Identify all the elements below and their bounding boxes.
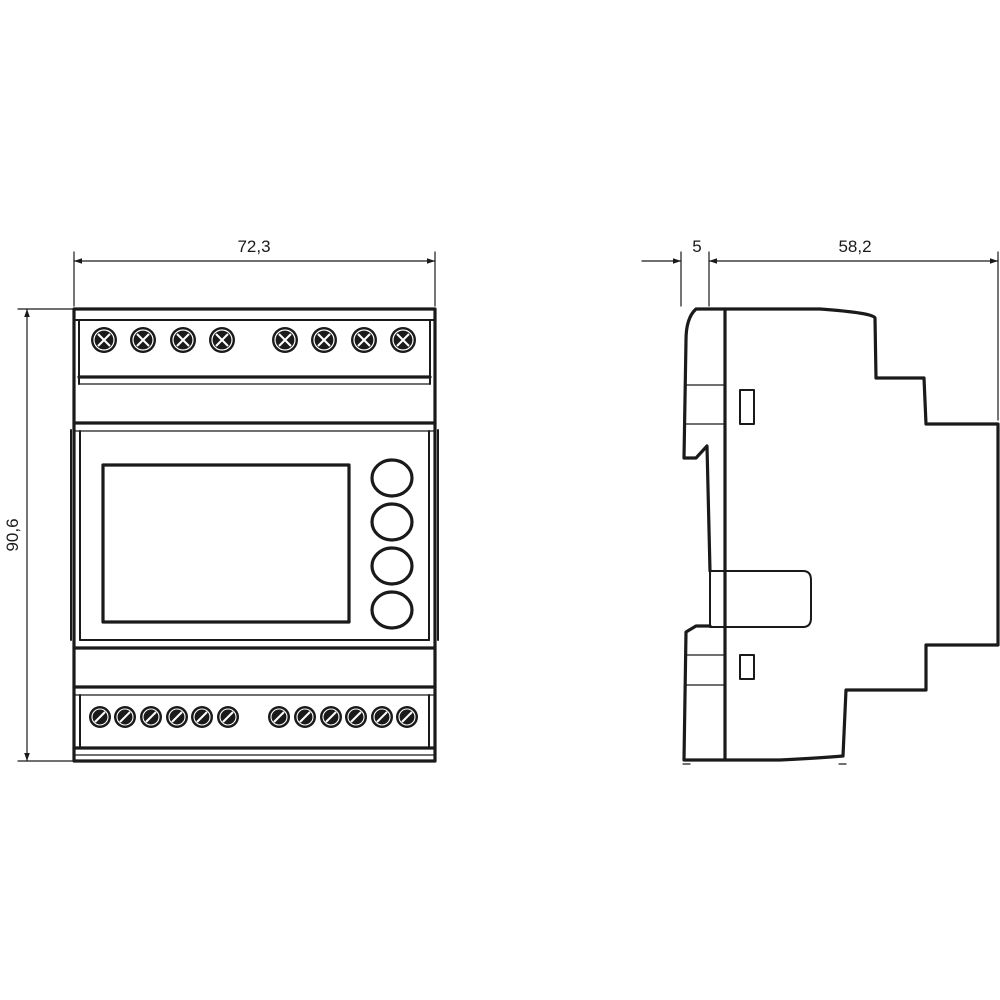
front-height-label: 90,6	[3, 518, 22, 551]
terminal-screw-icon	[166, 706, 188, 728]
side-offset-label: 5	[692, 237, 701, 256]
upper-latch-window	[739, 389, 755, 425]
terminal-screw-icon	[345, 706, 367, 728]
terminal-screw-icon	[311, 327, 337, 353]
panel-button[interactable]	[370, 502, 414, 542]
terminal-screw-icon	[320, 706, 342, 728]
side-view	[682, 307, 1000, 765]
front-width-label: 72,3	[237, 237, 270, 256]
side-depth-label: 58,2	[838, 237, 871, 256]
front-panel	[72, 430, 437, 650]
side-profile-outline	[723, 307, 1000, 762]
side-dimensions: 5 58,2	[641, 237, 999, 421]
front-width-dimension: 72,3	[73, 237, 436, 307]
panel-button[interactable]	[370, 458, 414, 498]
terminal-screw-icon	[130, 327, 156, 353]
release-tab	[709, 570, 812, 628]
terminal-screw-icon	[396, 706, 418, 728]
terminal-screw-icon	[209, 327, 235, 353]
din-clip-lower	[682, 624, 727, 762]
top-screw-row	[91, 327, 416, 353]
din-clip-upper	[682, 307, 727, 573]
display-screen	[101, 463, 351, 624]
terminal-screw-icon	[114, 706, 136, 728]
lower-latch-window	[739, 654, 755, 680]
terminal-screw-icon	[371, 706, 393, 728]
top-terminal-block	[73, 319, 436, 385]
terminal-screw-icon	[294, 706, 316, 728]
terminal-screw-icon	[390, 327, 416, 353]
front-height-dimension: 90,6	[3, 308, 73, 762]
terminal-screw-icon	[191, 706, 213, 728]
panel-button[interactable]	[370, 546, 414, 586]
terminal-screw-icon	[89, 706, 111, 728]
terminal-screw-icon	[351, 327, 377, 353]
terminal-screw-icon	[140, 706, 162, 728]
terminal-screw-icon	[217, 706, 239, 728]
bottom-terminal-block	[72, 685, 437, 756]
front-view	[70, 307, 439, 763]
button-column	[370, 458, 414, 630]
terminal-screw-icon	[170, 327, 196, 353]
terminal-screw-icon	[91, 327, 117, 353]
front-body-outline	[72, 307, 437, 763]
terminal-screw-icon	[272, 327, 298, 353]
terminal-screw-icon	[268, 706, 290, 728]
bottom-screw-row	[89, 706, 418, 728]
panel-button[interactable]	[370, 590, 414, 630]
